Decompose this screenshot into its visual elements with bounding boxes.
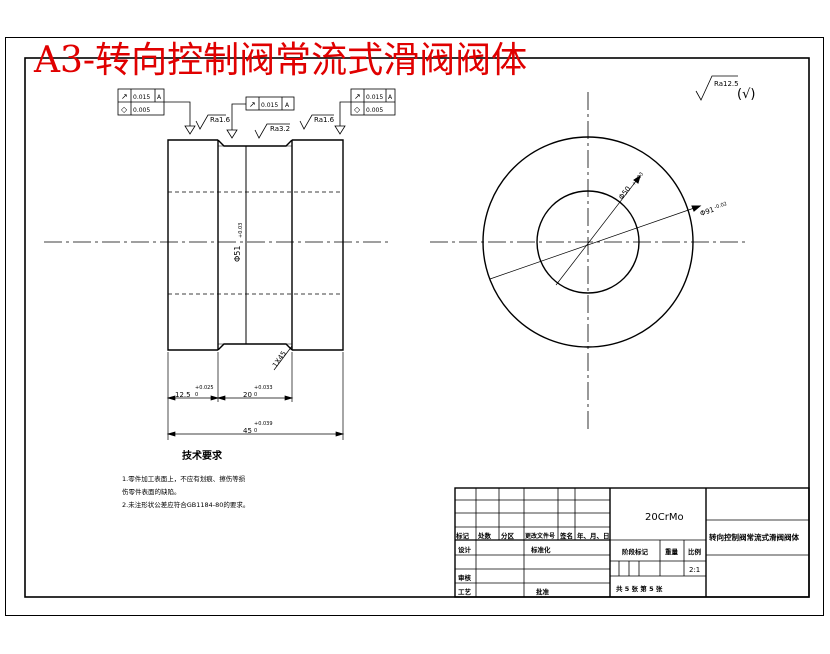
tb-standardize: 标准化 [530, 545, 551, 554]
dim-total-tol: +0.039 [254, 421, 273, 427]
gtol-right-val-2: 0.005 [366, 107, 383, 114]
gtol-frame-right [334, 88, 396, 135]
gtol-frame-left [117, 88, 196, 135]
gtol-left-sym-1: ↗ [121, 92, 128, 101]
tb-approve: 批准 [536, 587, 550, 596]
roughness-right: Ra1.6 [314, 116, 335, 124]
bore-dim-tol: +0.03 [238, 223, 244, 238]
bottom-dimension-lines [166, 352, 345, 440]
tb-header-qianming: 签名 [559, 531, 573, 540]
gtol-center-ref: A [285, 102, 290, 109]
dim-d2-tol: +0.033 [254, 385, 273, 391]
title-block [454, 487, 810, 598]
roughness-general: Ra12.5 [714, 80, 739, 88]
outer-dia-tol: -0.02 [714, 201, 728, 211]
outer-circle [482, 136, 694, 348]
dim-d1-tol-lower: 0 [195, 392, 198, 398]
tb-review: 审核 [458, 573, 472, 582]
tb-header-date: 年、月、日 [577, 531, 610, 540]
inner-dia-tol: +0.03 [631, 171, 645, 187]
tb-stage: 阶段标记 [622, 547, 649, 556]
inner-circle [536, 190, 640, 294]
dim-d2-tol-lower: 0 [254, 392, 257, 398]
notes-heading: 技术要求 [182, 449, 223, 462]
gtol-left-ref-1: A [157, 94, 162, 101]
outer-border [5, 37, 824, 616]
notes-line-2: 伤零件表面的缺陷。 [122, 487, 181, 496]
gtol-center-val: 0.015 [261, 102, 278, 109]
gtol-right-sym-1: ↗ [354, 92, 361, 101]
chamfer-label: 1X45 [271, 350, 288, 369]
gtol-right-sym-2: ◇ [354, 105, 361, 114]
tb-designer: 设计 [458, 545, 472, 554]
tb-craft: 工艺 [458, 587, 472, 596]
inner-dia-label: Φ50 [617, 185, 632, 201]
tb-header-chushu: 处数 [477, 531, 492, 540]
drawing-title: A3-转向控制阀常流式滑阀阀体 [33, 40, 527, 81]
tb-header-wenjian: 更改文件号 [525, 532, 555, 540]
tb-scale: 比例 [688, 547, 702, 556]
roughness-symbols [195, 75, 738, 139]
gtol-right-ref-1: A [388, 94, 393, 101]
notes-line-1: 1.零件加工表面上，不应有划痕、擦伤等损 [122, 474, 246, 483]
roughness-center: Ra3.2 [270, 125, 290, 133]
inner-border [24, 57, 810, 598]
notes-line-3: 2.未注形状公差应符合GB1184-80的要求。 [122, 500, 249, 509]
material-label: 20CrMo [645, 512, 684, 523]
tb-sheets: 共 5 张 第 5 张 [616, 584, 663, 593]
tb-scale-value: 2:1 [689, 566, 700, 574]
roughness-left: Ra1.6 [210, 116, 231, 124]
tb-weight: 重量 [665, 547, 679, 556]
gtol-left-val-1: 0.015 [133, 94, 150, 101]
gtol-right-val-1: 0.015 [366, 94, 383, 101]
dim-d2: 20 [243, 391, 252, 399]
part-name-label: 转向控制阀常流式滑阀阀体 [709, 532, 799, 542]
roughness-general-suffix: (√) [737, 87, 755, 102]
gtol-frame-center [226, 96, 295, 139]
dim-total-tol-lower: 0 [254, 428, 257, 434]
gtol-center-sym: ↗ [249, 100, 256, 109]
end-view [430, 92, 745, 430]
dim-d1-tol: +0.025 [195, 385, 214, 391]
tb-header-fenqu: 分区 [501, 531, 515, 540]
tb-header-biaoji: 标记 [455, 531, 470, 540]
outer-dia-label: Φ91 [699, 206, 715, 218]
section-view [44, 139, 390, 371]
dim-d1: 12.5 [175, 391, 191, 399]
gtol-left-val-2: 0.005 [133, 107, 150, 114]
bore-dim-label: Φ51 [233, 246, 242, 262]
gtol-left-sym-2: ◇ [121, 105, 128, 114]
dim-total: 45 [243, 427, 252, 435]
